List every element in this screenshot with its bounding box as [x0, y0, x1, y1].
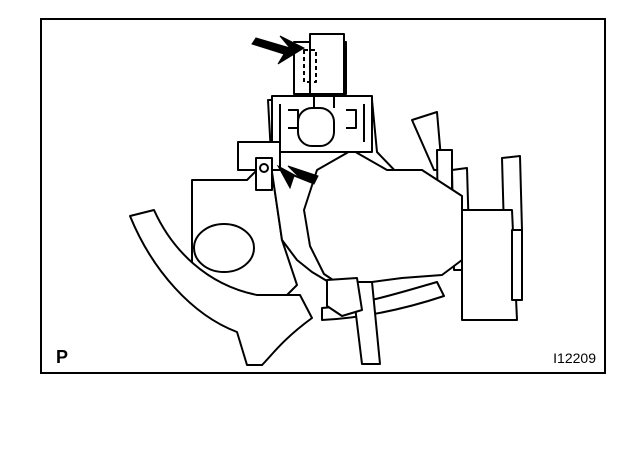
upper-arrow-icon: [251, 35, 306, 65]
figure-id: I12209: [553, 350, 596, 366]
sector-arm: [129, 209, 313, 366]
position-label: P: [56, 347, 69, 367]
mechanism-illustration: [129, 33, 523, 366]
lower-arrow-icon: [276, 164, 319, 190]
right-lobe: [303, 149, 463, 287]
left-pivot: [193, 223, 255, 273]
position-switch: [237, 141, 281, 191]
diagram-frame: P I12209: [40, 18, 606, 374]
solenoid-cylinder: [297, 107, 335, 147]
lower-support: [326, 277, 363, 317]
